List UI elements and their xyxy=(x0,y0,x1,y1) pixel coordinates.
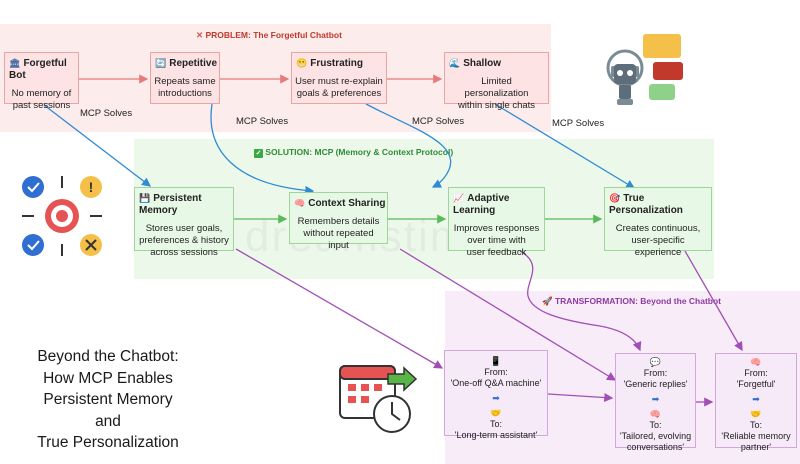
transformation-title: 🚀 TRANSFORMATION: Beyond the Chatbot xyxy=(542,296,722,306)
phone-icon: 📱 xyxy=(490,356,502,366)
cross-icon: ✕ xyxy=(196,30,204,40)
mcp-solves-label: MCP Solves xyxy=(80,108,133,119)
solution-card-persistent-memory: 💾Persistent Memory Stores user goals,pre… xyxy=(134,187,234,258)
transform-arrow-1 xyxy=(235,248,444,369)
mcp-arrow-4 xyxy=(494,103,636,189)
chart-up-icon: 📈 xyxy=(453,193,465,203)
bank-icon: 🏛 xyxy=(9,58,21,68)
transform-arrow-4 xyxy=(684,250,743,352)
solution-card-true-personalization: 🎯True Personalization Creates continuous… xyxy=(604,187,712,258)
arrow-right-icon: ➡ xyxy=(651,394,660,404)
transformation-card-assistant: 📱 From: 'One-off Q&A machine' ➡ 🤝 To: 'L… xyxy=(444,350,548,440)
handshake-icon: 🤝 xyxy=(490,408,502,418)
grimace-face-icon: 😬 xyxy=(296,58,308,68)
mcp-arrow-1 xyxy=(43,104,152,187)
transform-arrow-3 xyxy=(519,250,642,352)
transformation-card-memory-partner: 🧠 From: 'Forgetful' ➡ 🤝 To: 'Reliable me… xyxy=(715,353,797,452)
repeat-icon: 🔄 xyxy=(155,58,167,68)
mcp-solves-label: MCP Solves xyxy=(552,118,605,129)
transform-arrow-2 xyxy=(399,248,617,381)
brain-icon: 🧠 xyxy=(294,198,306,208)
arrow-right-icon: ➡ xyxy=(752,394,760,404)
calendar-clock-illustration xyxy=(339,365,418,433)
robot-chat-illustration xyxy=(606,34,683,105)
solution-title: ✓ SOLUTION: MCP (Memory & Context Protoc… xyxy=(254,147,454,158)
gear-problem-solving-illustration: ! xyxy=(22,176,102,256)
mcp-solves-label: MCP Solves xyxy=(236,116,289,127)
headline: Beyond the Chatbot: How MCP Enables Pers… xyxy=(37,348,179,451)
arrow-right-icon: ➡ xyxy=(492,393,500,403)
handshake-icon: 🤝 xyxy=(750,409,762,419)
shallow-icon: 🌊 xyxy=(449,58,461,68)
brain-icon: 🧠 xyxy=(750,357,762,367)
rocket-icon: 🚀 xyxy=(542,296,553,306)
transformation-card-conversations: 💬 From: 'Generic replies' ➡ 🧠 To: 'Tailo… xyxy=(615,353,696,452)
checkmark-icon: ✓ xyxy=(254,149,263,158)
transform-arrow-5 xyxy=(547,392,614,403)
target-icon: 🎯 xyxy=(609,193,621,203)
speech-bubble-icon: 💬 xyxy=(649,357,662,367)
svg-text:!: ! xyxy=(89,179,94,195)
problem-title: ✕ PROBLEM: The Forgetful Chatbot xyxy=(196,30,342,40)
brain-icon: 🧠 xyxy=(649,409,662,419)
mcp-solves-label: MCP Solves xyxy=(412,116,465,127)
mcp-arrow-3 xyxy=(365,103,452,188)
floppy-disk-icon: 💾 xyxy=(139,193,151,203)
mcp-arrow-2 xyxy=(210,103,315,195)
